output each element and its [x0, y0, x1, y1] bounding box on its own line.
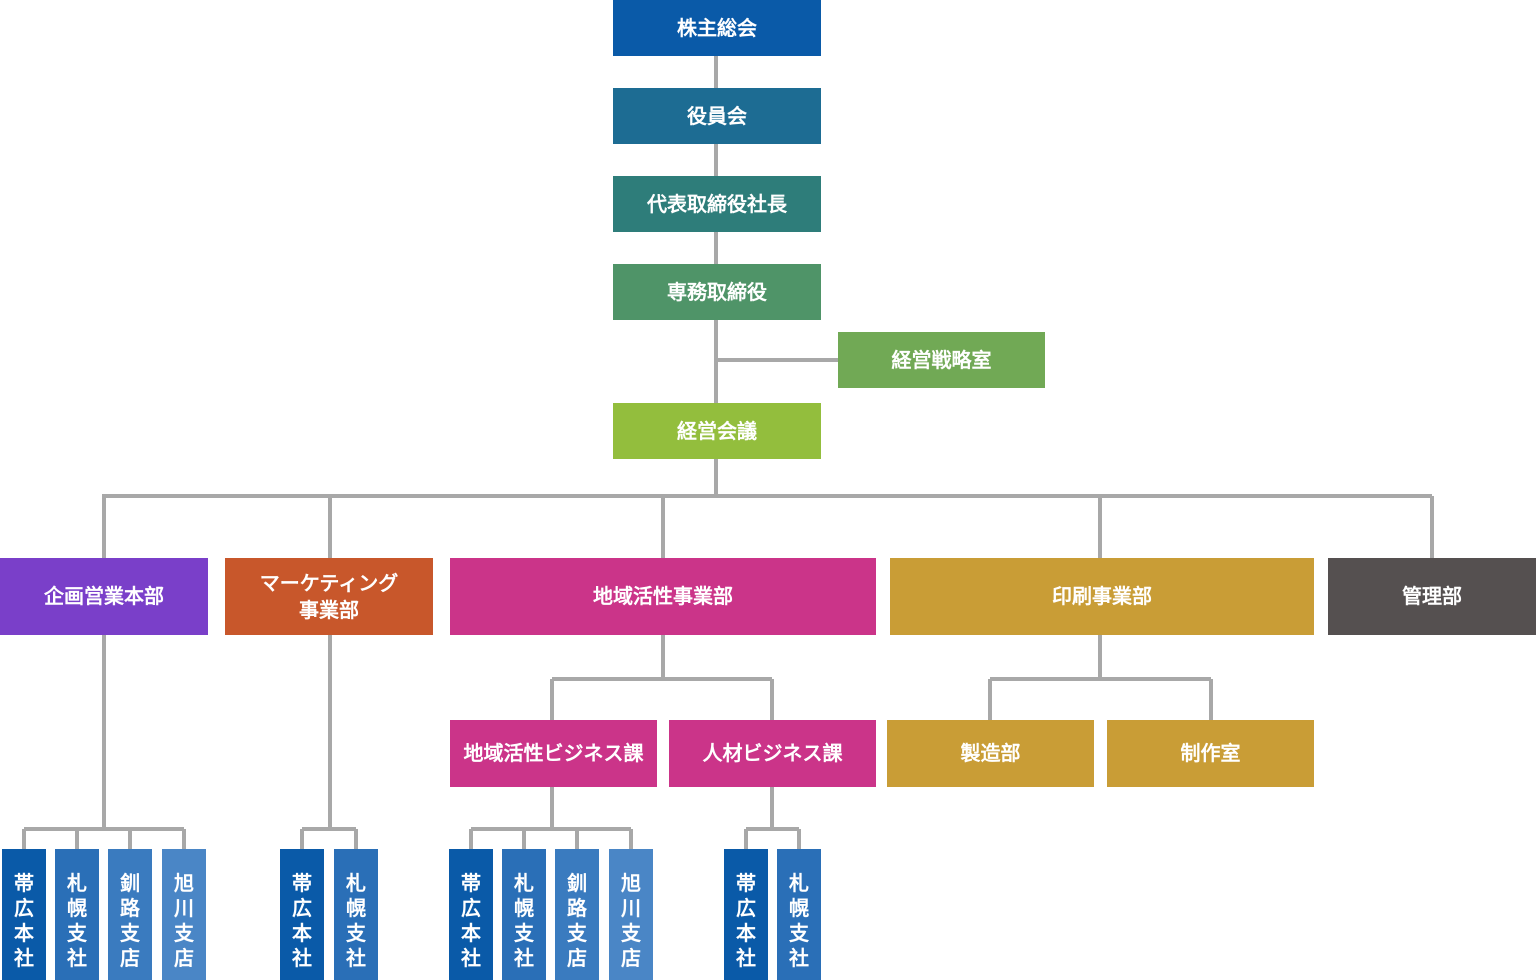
strategy-office-box: 経営戦略室	[838, 332, 1045, 388]
branch-asahikawa: 旭川支店	[609, 849, 653, 980]
printing-division-box: 印刷事業部	[890, 558, 1314, 635]
branch-obihiro: 帯広本社	[2, 849, 46, 980]
regional-business-section-box: 地域活性ビジネス課	[450, 720, 657, 787]
manufacturing-section-box: 製造部	[887, 720, 1094, 787]
shareholders-meeting-box: 株主総会	[613, 0, 821, 56]
admin-division-box: 管理部	[1328, 558, 1536, 635]
management-meeting-box: 経営会議	[613, 403, 821, 459]
board-box: 役員会	[613, 88, 821, 144]
branch-sapporo: 札幌支社	[55, 849, 99, 980]
branch-kushiro: 釧路支店	[555, 849, 599, 980]
production-office-section-box: 制作室	[1107, 720, 1314, 787]
marketing-division-line2: 事業部	[299, 597, 359, 622]
branch-sapporo: 札幌支社	[777, 849, 821, 980]
branch-obihiro: 帯広本社	[280, 849, 324, 980]
branch-obihiro: 帯広本社	[449, 849, 493, 980]
marketing-division-line1: マーケティング	[259, 570, 399, 595]
managing-director-box: 専務取締役	[613, 264, 821, 320]
branch-sapporo: 札幌支社	[502, 849, 546, 980]
branch-kushiro: 釧路支店	[108, 849, 152, 980]
president-box: 代表取締役社長	[613, 176, 821, 232]
branch-sapporo: 札幌支社	[334, 849, 378, 980]
regional-division-box: 地域活性事業部	[450, 558, 876, 635]
hr-business-section-box: 人材ビジネス課	[669, 720, 876, 787]
planning-sales-division-box: 企画営業本部	[0, 558, 208, 635]
branch-asahikawa: 旭川支店	[162, 849, 206, 980]
branch-obihiro: 帯広本社	[724, 849, 768, 980]
marketing-division-box: マーケティング 事業部	[225, 558, 433, 635]
